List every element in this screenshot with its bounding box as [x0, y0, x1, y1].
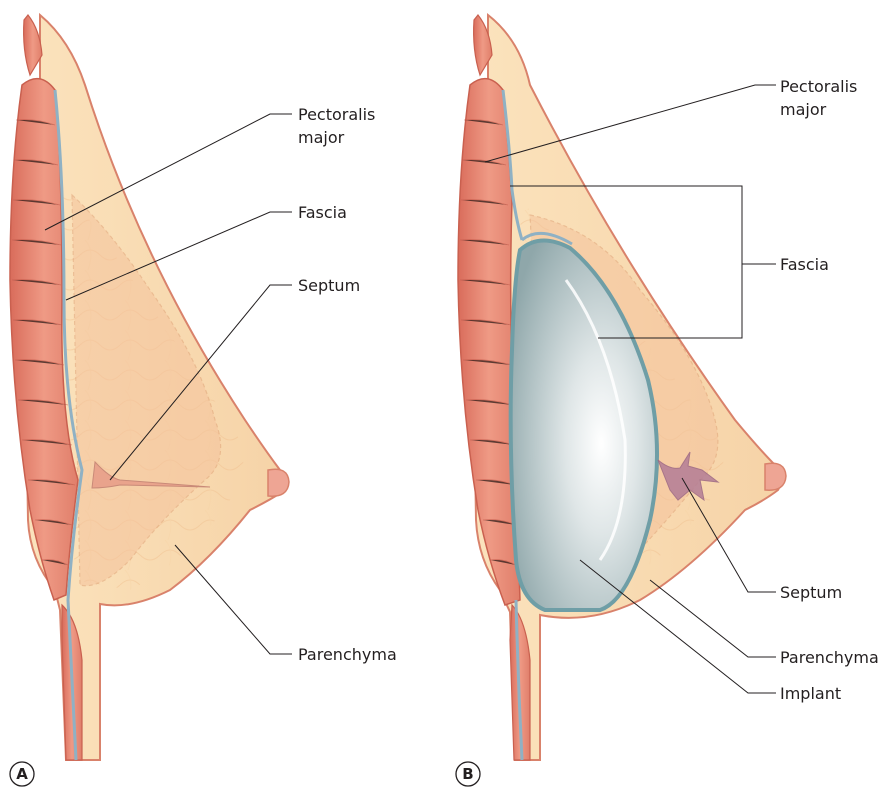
nipple-a: [268, 469, 289, 496]
label-fascia-a: Fascia: [298, 203, 347, 222]
label-pectoralis-a-2: major: [298, 128, 345, 147]
label-pectoralis-a-1: Pectoralis: [298, 105, 375, 124]
panel-letter-b: B: [462, 765, 473, 783]
panel-letter-a: A: [16, 765, 28, 783]
nipple-b: [765, 463, 786, 490]
label-parenchyma-b: Parenchyma: [780, 648, 879, 667]
label-implant-b: Implant: [780, 684, 841, 703]
label-septum-b: Septum: [780, 583, 842, 602]
label-pectoralis-b-1: Pectoralis: [780, 77, 857, 96]
label-parenchyma-a: Parenchyma: [298, 645, 397, 664]
label-pectoralis-b-2: major: [780, 100, 827, 119]
label-septum-a: Septum: [298, 276, 360, 295]
panel-b: Pectoralis major Fascia Septum Parenchym…: [456, 15, 879, 786]
panel-a: Pectoralis major Fascia Septum Parenchym…: [10, 15, 397, 786]
label-fascia-b: Fascia: [780, 255, 829, 274]
